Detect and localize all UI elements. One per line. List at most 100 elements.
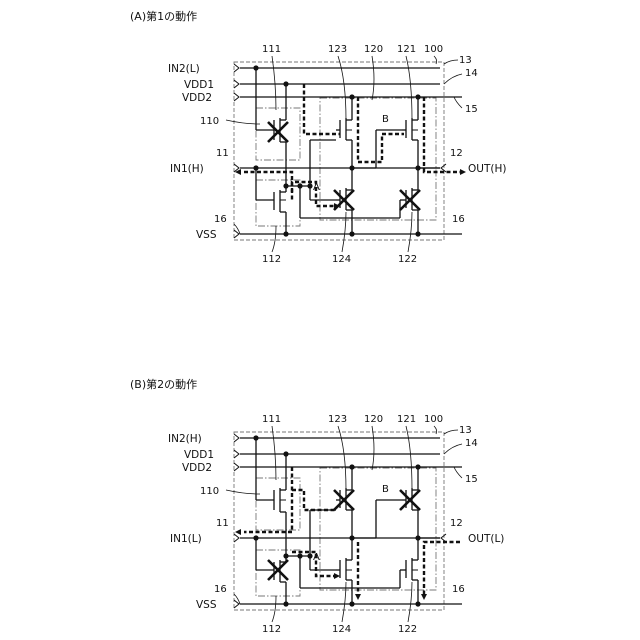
ref-110: 110 <box>200 116 219 127</box>
ref-14: 14 <box>465 68 478 79</box>
arrow-icon <box>460 169 466 175</box>
transistor-111-box <box>256 478 300 530</box>
ref-111: 111 <box>262 414 281 425</box>
in2-terminal <box>234 434 239 442</box>
leader-15 <box>454 467 462 478</box>
ref-11: 11 <box>216 518 229 529</box>
transistor-122 <box>400 538 418 604</box>
panel-heading: (B)第2の動作 <box>130 377 197 391</box>
leader-110 <box>226 490 260 494</box>
leader-100 <box>434 56 437 64</box>
transistor-123 <box>334 467 354 538</box>
leader-13 <box>444 430 458 434</box>
leader-110 <box>226 120 260 124</box>
leader-14 <box>444 74 462 84</box>
transistor-123 <box>336 97 352 168</box>
arrow-icon <box>355 594 361 600</box>
ref-15: 15 <box>465 474 478 485</box>
leader-123 <box>338 426 346 490</box>
transistor-124 <box>334 168 354 234</box>
out-terminal <box>441 534 446 542</box>
in2-label: IN2(L) <box>168 63 200 75</box>
node-b-label: B <box>382 114 389 125</box>
off-mark-icon <box>268 122 288 142</box>
leader-122 <box>408 212 412 252</box>
ref-123: 123 <box>328 414 347 425</box>
ref-111: 111 <box>262 44 281 55</box>
transistor-122 <box>400 168 420 234</box>
leader-122 <box>408 582 412 622</box>
ref-112: 112 <box>262 624 281 635</box>
transistor-121 <box>402 97 418 168</box>
ref-121: 121 <box>397 414 416 425</box>
leader-121 <box>406 426 412 490</box>
ref-122: 122 <box>398 254 417 265</box>
junction-dots <box>253 435 420 606</box>
arrow-icon <box>235 529 241 535</box>
ref-13: 13 <box>459 425 472 436</box>
leader-13 <box>444 60 458 64</box>
ref-100: 100 <box>424 44 443 55</box>
ref-12: 12 <box>450 518 463 529</box>
leader-111 <box>272 426 276 480</box>
ref-123: 123 <box>328 44 347 55</box>
vss-label: VSS <box>196 599 217 611</box>
node-b-label: B <box>382 484 389 495</box>
current-path-node-b <box>292 490 336 510</box>
ref-14: 14 <box>465 438 478 449</box>
vdd2-label: VDD2 <box>182 462 212 474</box>
in2-terminal <box>234 64 239 72</box>
leader-111 <box>272 56 276 110</box>
transistor-112-box <box>256 180 300 226</box>
transistor-112 <box>256 538 288 604</box>
ref-124: 124 <box>332 254 351 265</box>
ref-12: 12 <box>450 148 463 159</box>
out-label: OUT(H) <box>468 163 506 175</box>
ref-120: 120 <box>364 44 383 55</box>
arrow-icon <box>334 573 340 579</box>
vss-terminal <box>234 600 239 608</box>
ref-16-right: 16 <box>452 584 465 595</box>
in2-label: IN2(H) <box>168 433 202 445</box>
panel-b: (B)第2の動作 IN2(H) VDD1 VDD2 IN1(L) VSS OUT… <box>130 377 504 635</box>
vdd2-terminal <box>234 93 239 101</box>
ref-121: 121 <box>397 44 416 55</box>
current-path-vdd1 <box>304 84 340 134</box>
junction-dots <box>253 65 420 236</box>
ref-16-left: 16 <box>214 584 227 595</box>
ref-100: 100 <box>424 414 443 425</box>
ref-124: 124 <box>332 624 351 635</box>
ref-112: 112 <box>262 254 281 265</box>
leader-112 <box>272 226 276 252</box>
ref-13: 13 <box>459 55 472 66</box>
ref-122: 122 <box>398 624 417 635</box>
transistor-112-box <box>256 550 300 596</box>
transistor-124 <box>336 538 352 604</box>
leader-121 <box>406 56 412 120</box>
leader-100 <box>434 426 437 434</box>
current-path-out <box>424 97 460 172</box>
block-100-outline <box>234 432 444 610</box>
transistor-111-box <box>256 108 300 160</box>
vdd2-terminal <box>234 463 239 471</box>
arrow-icon <box>421 594 427 600</box>
leader-123 <box>338 56 346 120</box>
leader-14 <box>444 444 462 454</box>
transistor-112 <box>256 168 286 234</box>
vss-label: VSS <box>196 229 217 241</box>
ref-120: 120 <box>364 414 383 425</box>
leader-120 <box>372 56 374 100</box>
block-100-outline <box>234 62 444 240</box>
vss-terminal <box>234 230 239 238</box>
in1-terminal <box>234 534 239 542</box>
panel-heading: (A)第1の動作 <box>130 9 197 23</box>
transistor-121 <box>400 467 420 538</box>
ref-110: 110 <box>200 486 219 497</box>
ref-16-right: 16 <box>452 214 465 225</box>
leader-112 <box>272 596 276 622</box>
leader-120 <box>372 426 374 470</box>
vdd1-terminal <box>234 450 239 458</box>
ref-11: 11 <box>216 148 229 159</box>
vdd1-terminal <box>234 80 239 88</box>
